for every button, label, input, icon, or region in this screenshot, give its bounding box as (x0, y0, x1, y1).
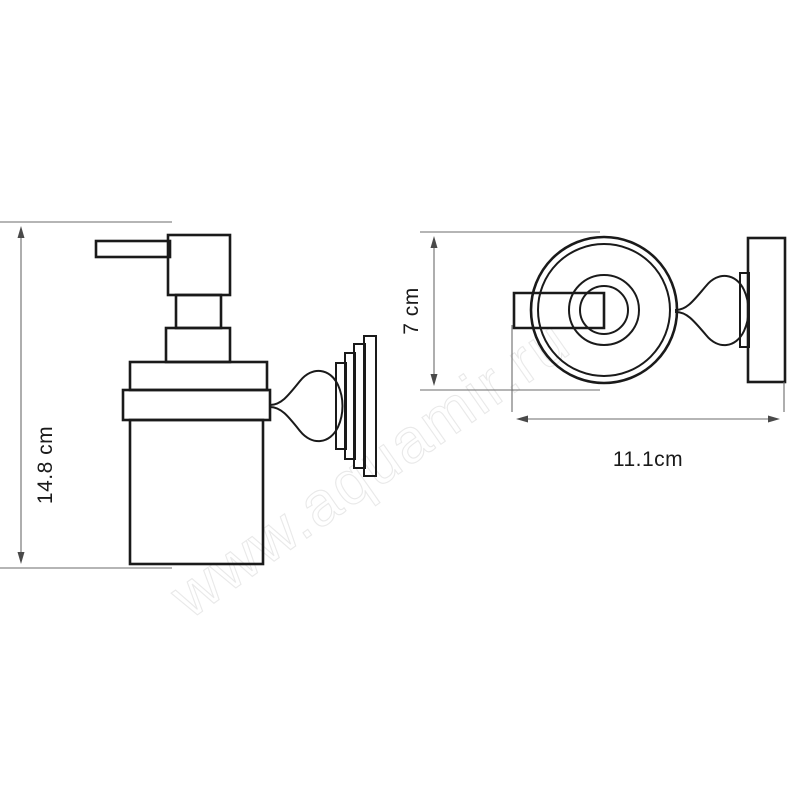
dimension-width: 11.1cm (511, 325, 785, 471)
pump-head (166, 233, 232, 297)
rosette-inner-ring (568, 274, 640, 346)
pump-collar (164, 326, 232, 364)
watermark: www.aquamir.ru (157, 305, 583, 632)
rosette-hub (579, 285, 629, 335)
wall-plate-front (739, 236, 787, 384)
holder-top (128, 360, 269, 392)
holder-band (121, 388, 272, 422)
wall-plate (335, 335, 377, 477)
pump-lever (94, 239, 172, 259)
holder-arm (512, 291, 606, 330)
watermark-text: www.aquamir.ru (158, 306, 583, 632)
glass-container (128, 418, 265, 566)
side-view: 14.8 cm (0, 221, 377, 569)
dimension-depth: 7 cm (400, 231, 600, 391)
bracket-arm (269, 370, 344, 442)
bracket-bulb (675, 275, 750, 346)
dimension-width-label: 11.1cm (613, 448, 683, 471)
pump-neck (174, 293, 223, 330)
dimension-height-label: 14.8 cm (34, 426, 57, 504)
front-view: 7 cm 11.1cm (400, 231, 787, 471)
dimension-height: 14.8 cm (0, 221, 172, 569)
dimension-depth-label: 7 cm (400, 287, 423, 335)
